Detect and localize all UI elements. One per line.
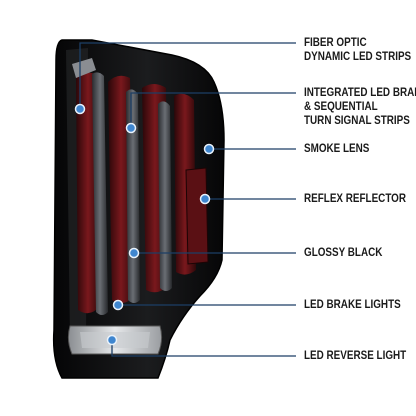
- led-strip-2: [126, 89, 140, 303]
- label-led-brake-lights-line-1: LED BRAKE LIGHTS: [304, 299, 401, 311]
- led-strip-3: [158, 101, 172, 291]
- label-fiber-optic-line-1: FIBER OPTIC: [304, 37, 367, 49]
- callout-dots: [74, 103, 215, 346]
- label-integrated-led-line-2: & SEQUENTIAL: [304, 101, 378, 113]
- label-reflex-reflector-line-1: REFLEX REFLECTOR: [304, 193, 407, 205]
- label-glossy-black-line-1: GLOSSY BLACK: [304, 247, 383, 259]
- callout-dot-reflex-reflector: [199, 193, 211, 205]
- callout-dot-led-reverse-light: [106, 334, 118, 346]
- label-fiber-optic-line-2: DYNAMIC LED STRIPS: [304, 51, 412, 63]
- label-integrated-led: INTEGRATED LED BRAKE & SEQUENTIAL TURN S…: [304, 86, 416, 128]
- callout-dot-glossy-black: [128, 247, 140, 259]
- reflex-reflector-block: [185, 167, 209, 265]
- callout-dot-integrated-led: [125, 122, 137, 134]
- label-integrated-led-line-1: INTEGRATED LED BRAKE: [304, 87, 416, 99]
- fiber-optic-cap: [72, 58, 96, 78]
- label-smoke-lens-line-1: SMOKE LENS: [304, 143, 370, 155]
- callout-line-integrated-led: [130, 92, 296, 128]
- label-led-reverse-light: LED REVERSE LIGHT: [304, 349, 406, 363]
- callout-dot-led-brake-lights: [112, 299, 124, 311]
- callout-line-fiber-optic: [79, 42, 296, 109]
- led-strip-1: [92, 72, 108, 316]
- callout-dot-fiber-optic: [74, 103, 86, 115]
- label-led-reverse-light-line-1: LED REVERSE LIGHT: [304, 350, 407, 362]
- label-fiber-optic: FIBER OPTIC DYNAMIC LED STRIPS: [304, 36, 411, 64]
- label-reflex-reflector: REFLEX REFLECTOR: [304, 192, 406, 206]
- label-integrated-led-line-3: TURN SIGNAL STRIPS: [304, 115, 410, 127]
- callout-dot-smoke-lens: [203, 143, 215, 155]
- label-led-brake-lights: LED BRAKE LIGHTS: [304, 298, 401, 312]
- label-glossy-black: GLOSSY BLACK: [304, 246, 382, 260]
- label-smoke-lens: SMOKE LENS: [304, 142, 369, 156]
- callout-lines: [79, 42, 296, 357]
- callout-line-led-reverse-light: [111, 340, 296, 357]
